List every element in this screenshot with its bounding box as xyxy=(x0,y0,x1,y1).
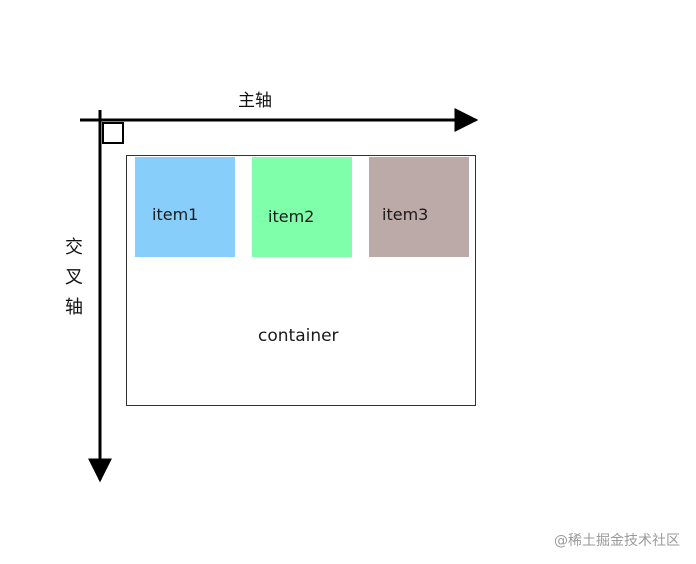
item-3-label: item3 xyxy=(382,205,429,224)
watermark: @稀土掘金技术社区 xyxy=(554,533,680,549)
item-1-label: item1 xyxy=(152,205,199,224)
cross-axis-char-3: 轴 xyxy=(65,297,83,318)
item-2-label: item2 xyxy=(268,207,315,226)
cross-axis-char-2: 叉 xyxy=(65,267,83,288)
flex-item-2 xyxy=(252,157,352,257)
main-axis-label: 主轴 xyxy=(238,91,272,111)
cross-axis-char-1: 交 xyxy=(65,237,83,258)
flex-item-3 xyxy=(369,157,469,257)
origin-square xyxy=(102,122,124,144)
container-label: container xyxy=(258,326,339,346)
flex-item-1 xyxy=(135,157,235,257)
